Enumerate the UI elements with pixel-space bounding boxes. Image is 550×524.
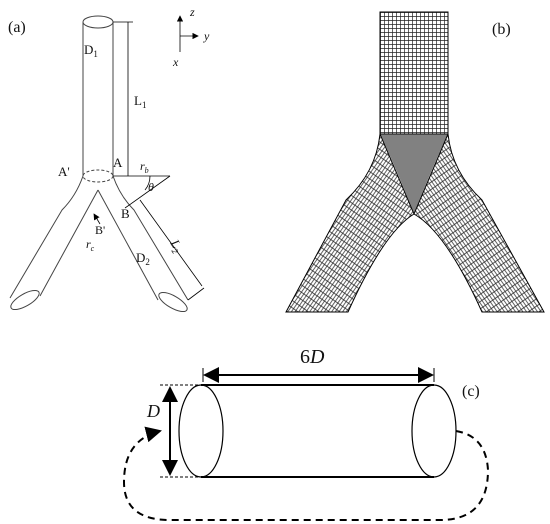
trunk-mesh [379,11,449,135]
l1-dimension [113,21,133,176]
a-label: A [113,155,123,170]
panel-b-tag: (b) [492,21,511,38]
junction-mesh [380,134,448,214]
panel-b: (b) [285,11,545,313]
b-prime-label: B' [95,223,105,237]
d2-label: D2 [136,250,150,267]
panel-a: (a) z y x [8,5,210,313]
right-branch-tube [97,175,189,313]
panel-c: 6D D (c) [122,346,490,521]
axis-y-label: y [203,29,210,43]
b-label: B [121,206,130,221]
l2-dimension [139,199,205,301]
periodic-boundary-loop [122,426,490,521]
trunk-tube [82,15,114,183]
panel-a-tag: (a) [8,19,26,36]
panel-c-tag: (c) [462,383,480,400]
length-label: 6D [300,346,325,368]
axis-x-label: x [172,55,179,69]
rb-label: rb [140,159,149,175]
left-branch-mesh [285,132,415,313]
d1-label: D1 [84,42,98,59]
cylinder [178,384,457,478]
axis-z-label: z [189,5,195,19]
rb-theta-construction [113,175,171,209]
a-prime-label: A' [58,164,70,179]
right-branch-mesh [413,132,545,313]
left-branch-tube [9,175,99,311]
rc-arrow [93,213,101,225]
theta-label: θ [148,180,154,194]
axis-triad [176,15,199,52]
l1-label: L1 [134,93,146,110]
diameter-label: D [146,401,160,421]
rc-label: rc [86,237,95,253]
